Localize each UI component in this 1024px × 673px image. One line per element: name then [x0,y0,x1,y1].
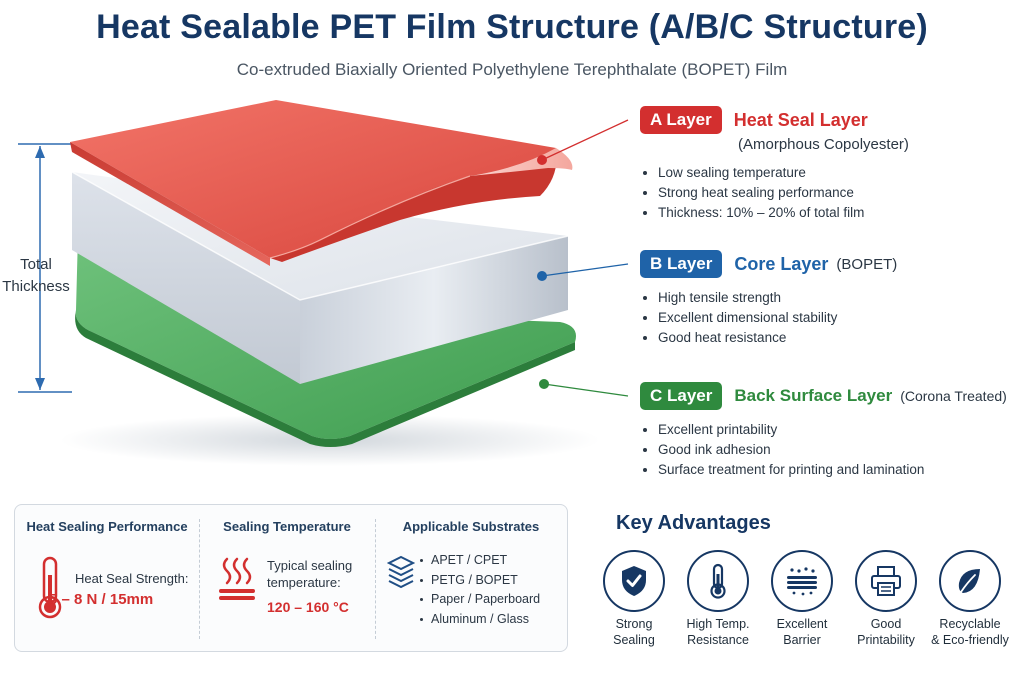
leaf-icon [958,569,980,593]
list-item: Low sealing temperature [640,163,1024,183]
leader-lines [537,119,629,397]
list-item: Excellent printability [640,420,1024,440]
thermometer-icon [38,556,62,619]
list-item: Excellent dimensional stability [640,308,1024,328]
advantage-barrier: Excellent Barrier [760,550,844,648]
total-thickness-line1: Total [20,256,52,273]
panel-divider [199,519,200,639]
c-layer-paren: (Corona Treated) [900,388,1007,404]
b-layer-paren: (BOPET) [836,255,898,273]
advantage-printability: Good Printability [844,550,928,648]
page-title: Heat Sealable PET Film Structure (A/B/C … [96,8,928,46]
c-layer-name: Back Surface Layer [734,386,893,405]
list-item: Thickness: 10% – 20% of total film [640,203,1024,223]
list-item: Surface treatment for printing and lamin… [640,460,1024,480]
c-layer-info: C Layer Back Surface Layer (Corona Treat… [640,382,1024,480]
advantage-label: Excellent Barrier [776,617,828,647]
a-layer-name: Heat Seal Layer [733,109,868,130]
list-item: PETG / BOPET [419,571,540,591]
advantage-strong-sealing: Strong Sealing [592,550,676,648]
thickness-indicator [18,143,72,393]
a-layer-info: A Layer Heat Seal Layer (Amorphous Copol… [640,106,1024,223]
substrates-column: Applicable Substrates APET / CPET PETG /… [375,505,567,651]
a-layer-subtitle: (Amorphous Copolyester) [738,136,909,153]
layers-icon [387,555,415,589]
b-layer-bullets: High tensile strength Excellent dimensio… [640,288,1024,348]
list-item: High tensile strength [640,288,1024,308]
b-layer-badge: B Layer [640,250,723,278]
sealing-temp-column: Sealing Temperature Typical sealing temp… [199,505,375,651]
sealing-temp-value: 120 – 160 °C [267,599,349,615]
heat-sealing-title: Heat Sealing Performance [26,519,188,534]
c-layer-badge: C Layer [640,382,723,410]
advantage-label: Good Printability [857,617,915,647]
performance-panel: Heat Sealing Performance Heat Seal Stren… [14,504,568,652]
page-subtitle: Co-extruded Biaxially Oriented Polyethyl… [236,60,788,79]
sealing-temp-title: Sealing Temperature [223,519,351,534]
sealing-temp-label: Typical sealing temperature: [267,558,353,590]
heat-waves-icon [219,557,255,600]
substrates-title: Applicable Substrates [402,519,540,534]
c-layer-bullets: Excellent printability Good ink adhesion… [640,420,1024,480]
a-layer-shape [70,100,573,266]
list-item: APET / CPET [419,551,540,571]
a-layer-bullets: Low sealing temperature Strong heat seal… [640,163,1024,223]
b-layer-info: B Layer Core Layer (BOPET) High tensile … [640,250,1024,348]
total-thickness-label: Total Thickness [0,254,72,298]
heat-seal-strength-value: 5 – 8 N / 15mm [49,591,154,608]
advantage-eco: Recyclable & Eco-friendly [928,550,1012,648]
list-item: Strong heat sealing performance [640,183,1024,203]
advantage-high-temp: High Temp. Resistance [676,550,760,648]
thermometer-icon [710,563,726,599]
key-advantages-title: Key Advantages [616,512,771,534]
advantage-label: Recyclable & Eco-friendly [931,617,1009,647]
list-item: Good ink adhesion [640,440,1024,460]
printer-icon [871,566,901,596]
heat-seal-strength-label: Heat Seal Strength: [75,571,189,586]
list-item: Good heat resistance [640,328,1024,348]
a-layer-badge: A Layer [640,106,722,134]
list-item: Paper / Paperboard [419,590,540,610]
advantage-label: High Temp. Resistance [686,617,750,647]
list-item: Aluminum / Glass [419,610,540,630]
total-thickness-line2: Thickness [2,278,70,295]
heat-sealing-column: Heat Sealing Performance Heat Seal Stren… [15,505,199,651]
substrates-list: APET / CPET PETG / BOPET Paper / Paperbo… [419,551,540,629]
b-layer-name: Core Layer [734,253,829,274]
film-structure-diagram [18,100,629,466]
panel-divider [375,519,376,639]
barrier-icon [787,567,817,596]
shield-check-icon [622,566,646,596]
advantage-label: Strong Sealing [613,617,655,647]
